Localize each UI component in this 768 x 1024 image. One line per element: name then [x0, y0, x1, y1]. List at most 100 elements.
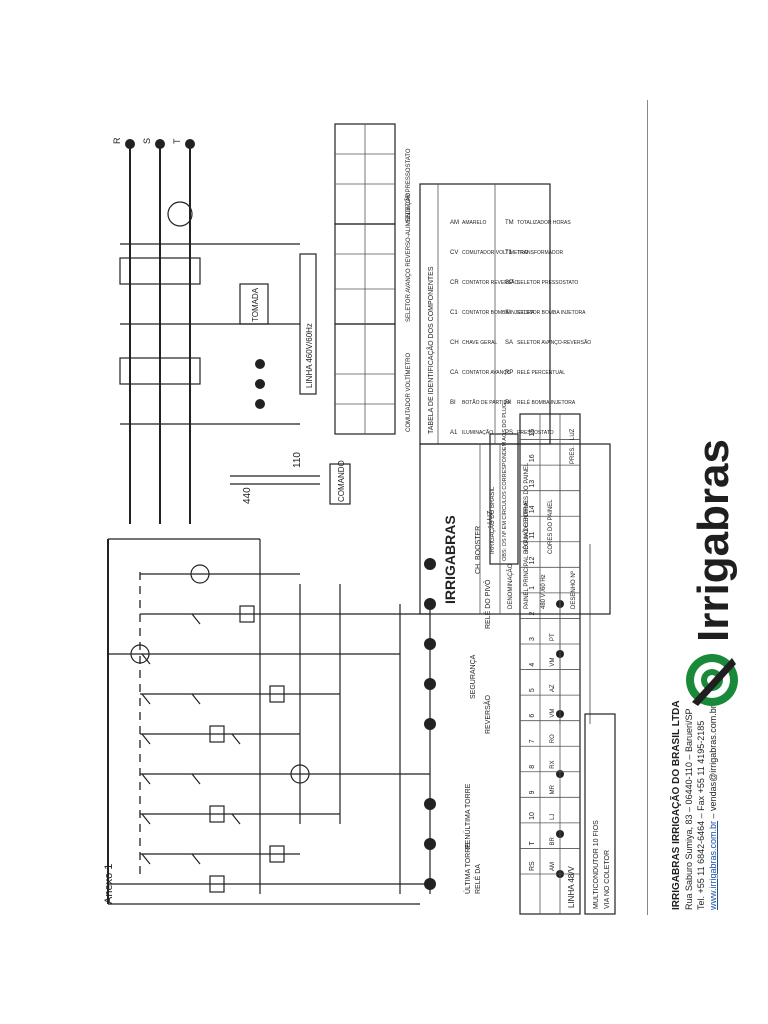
- component-description: PRESSOSTATO: [517, 430, 554, 436]
- component-description: TOTALIZADOR HORAS: [517, 220, 571, 226]
- tb-company: IRRIGABRAS: [442, 515, 458, 604]
- strip-terminal-number: 13: [529, 480, 536, 488]
- strip-terminal-number: 6: [529, 714, 536, 718]
- strip-terminal-number: 15: [529, 429, 536, 437]
- phase-r: R: [112, 137, 122, 144]
- line-label: LINHA 48/V: [567, 866, 576, 908]
- selector-label-sa: SELETOR AVANÇO REVERSO-ALIMENTAÇÃO: [405, 192, 412, 322]
- strip-terminal-number: 16: [529, 454, 536, 462]
- component-code: T1: [505, 250, 513, 256]
- company-email-link[interactable]: vendas@irrigabras.com.br: [708, 705, 718, 811]
- selector-label-cv: COMUTADOR VOLTÍMETRO: [405, 353, 412, 432]
- component-code: TM: [505, 220, 514, 226]
- component-code: BI: [450, 400, 456, 406]
- separator: –: [708, 810, 718, 819]
- component-code: SP: [505, 280, 513, 286]
- tb-desenho-label: DESENHO Nº: [570, 570, 577, 609]
- transformer-secondary: 110: [292, 452, 303, 468]
- title-block: IRRIGABRAS DENOMINAÇÃO IRRIGAÇÃO DO BRAS…: [419, 443, 611, 615]
- component-description: COMUTADOR VOLTÍMETRO: [462, 249, 528, 256]
- strip-terminal-number: RS: [529, 861, 536, 871]
- relay-box-note: OBS: OS Nº EM CÍRCULOS CORRESPONDEM AOS …: [501, 403, 508, 561]
- divider: [647, 100, 648, 915]
- strip-wire-color: MR: [550, 784, 556, 794]
- signal-label: PENÚLTIMA TORRE: [463, 783, 472, 849]
- strip-wire-color: RX: [550, 760, 556, 768]
- component-description: CONTATOR REVERSÃO: [462, 279, 519, 286]
- component-code: CH: [450, 340, 459, 346]
- component-description: RELÉ BOMBA INJETORA: [517, 399, 576, 406]
- company-web-link[interactable]: www.irrigabras.com.br: [708, 820, 718, 910]
- tb-denominacao: PAINEL PRINCIPAL DO PIVÔ CENTRAL: [523, 499, 530, 609]
- logo-icon: [686, 654, 738, 706]
- component-code: SA: [505, 340, 513, 346]
- comando-label: COMANDO: [337, 460, 346, 502]
- component-code: AM: [450, 220, 459, 226]
- component-code: CA: [450, 370, 458, 376]
- strip-pressure-label: LUZ: [570, 428, 576, 440]
- component-description: CHAVE GERAL: [462, 340, 497, 346]
- component-description: SELETOR PRESSOSTATO: [517, 280, 578, 286]
- tb-voltage: 480 V /60 Hz: [541, 574, 547, 609]
- tb-subtitle: IRRIGAÇÃO DO BRASIL: [489, 486, 496, 554]
- strip-terminal-number: 5: [529, 688, 536, 692]
- component-code: RI: [505, 400, 511, 406]
- component-description: CONTATOR AVANÇO: [462, 370, 511, 376]
- strip-wire-color: VM: [550, 658, 556, 667]
- component-code: C1: [450, 310, 458, 316]
- strip-terminal-number: 8: [529, 765, 536, 769]
- strip-terminal-number: 10: [529, 812, 536, 820]
- cable-note: MULTICONDUTOR 10 FIOS: [593, 820, 600, 909]
- component-table: TABELA DE IDENTIFICAÇÃO DOS COMPONENTES …: [419, 183, 591, 445]
- component-description: CONTATOR BOMBA INJETORA: [462, 310, 535, 316]
- component-description: AMARELO: [462, 220, 487, 226]
- irrigabras-logo: Irrigabras: [662, 380, 762, 720]
- component-code: CV: [450, 250, 458, 256]
- strip-terminal-number: 14: [529, 505, 536, 513]
- signal-labels: ÚLTIMA TORRE PENÚLTIMA TORRE RELÉ DA SEG…: [463, 510, 494, 894]
- strip-wire-color: VM: [550, 709, 556, 718]
- phase-s: S: [142, 138, 152, 144]
- strip-wire-color: AM: [550, 862, 556, 871]
- logo-text: Irrigabras: [689, 439, 738, 642]
- strip-wire-color: RO: [550, 734, 556, 743]
- cable-note-2: VIA NO COLETOR: [604, 850, 611, 909]
- component-code: PS: [505, 430, 513, 436]
- component-code: SI: [505, 310, 511, 316]
- component-description: SELETOR AVANÇO-REVERSÃO: [517, 339, 591, 346]
- terminal-strip: RST10987654321121114131615AMBRLJMRRXROVM…: [489, 403, 616, 915]
- strip-terminal-number: 11: [529, 531, 536, 538]
- component-description: ILUMINAÇÃO: [462, 429, 493, 436]
- tb-denominacao-label: DENOMINAÇÃO: [507, 563, 514, 609]
- selector-tables: COMUTADOR VOLTÍMETRO SELETOR AVANÇO REVE…: [334, 123, 412, 435]
- component-code: A1: [450, 430, 458, 436]
- transformer-primary: 440: [242, 487, 253, 504]
- control-circuit: [107, 538, 591, 905]
- signal-label: REVERSÃO: [483, 695, 492, 734]
- strip-terminal-number: 1: [529, 586, 536, 590]
- strip-wire-color: LJ: [550, 814, 556, 820]
- bornes-note: RÉGUA DE BORNES DO PAINEL: [523, 462, 530, 554]
- component-description: TRANSFORMADOR: [517, 250, 564, 256]
- signal-label: CH. BOOSTER: [475, 526, 482, 574]
- strip-terminal-number: T: [529, 840, 536, 845]
- strip-wire-color: BR: [550, 836, 556, 845]
- strip-wire-color: PT: [550, 633, 556, 641]
- power-circuit: 440 110 COMANDO TOMADA LINHA 460V/60Hz R…: [112, 137, 351, 524]
- phase-t: T: [172, 138, 182, 144]
- component-table-title: TABELA DE IDENTIFICAÇÃO DOS COMPONENTES: [426, 266, 435, 434]
- component-description: BOTÃO DE PARTIDA: [462, 399, 511, 406]
- component-description: SELETOR BOMBA INJETORA: [517, 310, 586, 316]
- cores-note: CORES DO PAINEL: [548, 499, 554, 554]
- strip-terminal-number: 12: [529, 556, 536, 564]
- tomada-label: TOMADA: [251, 287, 260, 322]
- signal-label: ÚLTIMA TORRE: [463, 843, 472, 894]
- component-code: CR: [450, 280, 459, 286]
- selector-label-sp: SELETOR PRESSOSTATO: [406, 148, 412, 222]
- component-code: RP: [505, 370, 513, 376]
- supply-label: LINHA 460V/60Hz: [305, 323, 314, 388]
- strip-pressure-label: PRES.: [570, 446, 576, 464]
- signal-label: SEGURANÇA: [470, 654, 477, 699]
